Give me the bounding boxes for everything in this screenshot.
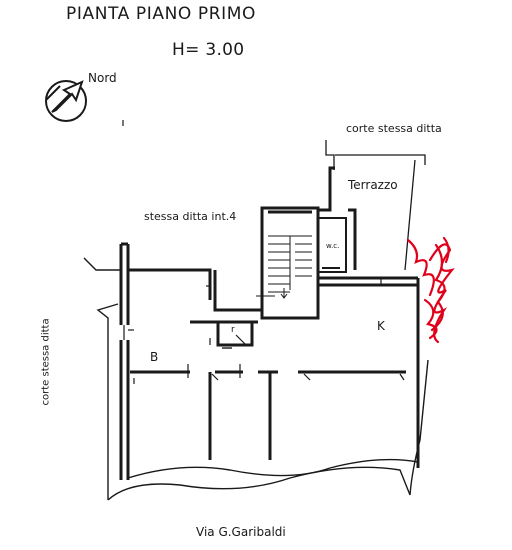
north-label: Nord	[88, 71, 117, 85]
wc-label: w.c.	[326, 242, 340, 250]
door-marks	[122, 120, 405, 384]
corte-left-label: corte stessa ditta	[40, 318, 52, 406]
wc-room	[318, 217, 347, 273]
red-scribble	[406, 236, 455, 344]
terrace-outline	[325, 140, 426, 271]
corte-top-label: corte stessa ditta	[346, 122, 442, 135]
closet-label: r	[231, 325, 235, 335]
stairs	[256, 235, 312, 299]
walls	[119, 166, 420, 480]
plan-title: PIANTA PIANO PRIMO	[66, 4, 257, 24]
ceiling-height-label: H= 3.00	[172, 40, 245, 60]
bedroom-label: B	[150, 350, 159, 364]
north-arrow-icon	[45, 80, 87, 122]
terrazzo-label: Terrazzo	[348, 178, 398, 192]
kitchen-label: K	[377, 319, 385, 333]
exterior-outline	[83, 257, 429, 501]
street-label: Via G.Garibaldi	[196, 525, 286, 539]
stessa-ditta-label: stessa ditta int.4	[144, 210, 237, 223]
